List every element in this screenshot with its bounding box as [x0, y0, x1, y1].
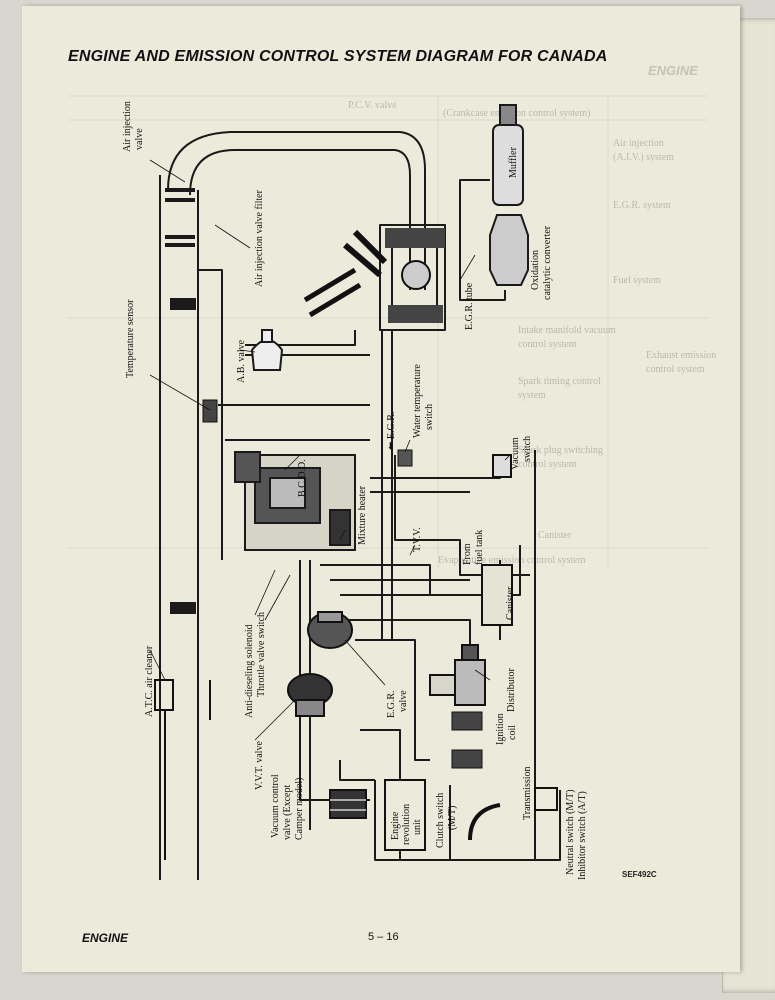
- air-duct-outline: [159, 175, 199, 880]
- label-mixture-heater: Mixture heater: [357, 485, 368, 545]
- ab-valve-symbol: [250, 329, 284, 371]
- distributor-symbol: [429, 644, 486, 706]
- label-ignition-coil-1: Ignition: [495, 713, 506, 745]
- label-from-fuel-tank-2: fuel tank: [474, 530, 485, 565]
- engine-cylinder-outline: [379, 224, 446, 331]
- engine-revolution-unit-box: [384, 779, 426, 851]
- label-ignition-coil-2: coil: [507, 725, 518, 740]
- atc-air-cleaner-symbol: [154, 679, 211, 860]
- label-clutch-switch-1: Clutch switch: [435, 793, 446, 848]
- label-egr-tube: E.G.R. tube: [464, 282, 475, 330]
- label-throttle-valve-switch: Throttle valve switch: [256, 612, 267, 697]
- label-vvt-valve: V.V.T. valve: [254, 741, 265, 790]
- canister-symbol: [481, 564, 513, 626]
- label-vacuum-control-valve-1: Vacuum control: [270, 774, 281, 838]
- label-water-temperature-switch-2: switch: [424, 404, 435, 430]
- label-oxidation-2: catalytic converter: [542, 225, 553, 300]
- temperature-sensor-symbol: [202, 399, 218, 423]
- engine-head-symbol: [303, 228, 445, 323]
- footer-section-name: ENGINE: [82, 931, 129, 945]
- label-vacuum-switch-2: switch: [522, 436, 533, 462]
- label-tvv: T.V.V.: [412, 527, 423, 552]
- label-engine-revolution-unit-2: revolution: [401, 804, 412, 845]
- label-anti-dieseling-solenoid: Anti-dieseling solenoid: [244, 624, 255, 718]
- label-inhibitor-switch: Inhibitor switch (A/T): [577, 791, 588, 880]
- leader-lines: [149, 159, 511, 741]
- label-atc-air-cleaner: A.T.C. air cleaner: [144, 645, 155, 717]
- label-temperature-sensor: Temperature sensor: [125, 299, 136, 378]
- ignition-coil-symbol-2: [451, 749, 483, 769]
- label-transmission: Transmission: [522, 766, 533, 820]
- label-egr-valve-1: E.G.R.: [386, 691, 397, 719]
- label-from-fuel-tank-1: From: [462, 543, 473, 565]
- label-egr-arrow: ⬅ E.G.R.: [386, 412, 397, 450]
- label-vacuum-control-valve-3: Camper model): [294, 778, 305, 840]
- label-neutral-switch: Neutral switch (M/T): [565, 789, 576, 875]
- title-ghost-text: ENGINE: [648, 63, 698, 78]
- footer-page-number: 5 – 16: [368, 931, 399, 943]
- page-title: ENGINE AND EMISSION CONTROL SYSTEM DIAGR…: [68, 48, 608, 65]
- label-engine-revolution-unit-3: unit: [412, 819, 423, 835]
- egr-valve-symbol: [307, 611, 353, 649]
- figure-reference-code: SEF492C: [622, 870, 657, 879]
- label-clutch-switch-2: (M/T): [447, 806, 458, 830]
- label-water-temperature-switch-1: Water temperature: [412, 364, 423, 438]
- water-temperature-switch-symbol: [397, 449, 413, 467]
- duct-rings: [165, 188, 196, 614]
- label-egr-valve-2: valve: [398, 690, 409, 712]
- vvt-valve-symbol: [287, 673, 333, 717]
- bcdd-carburetor-symbol: [234, 451, 356, 551]
- vacuum-control-valve-symbol: [329, 789, 367, 819]
- label-oxidation-1: Oxidation: [530, 250, 541, 290]
- label-air-injection-valve-2: valve: [134, 128, 145, 150]
- label-canister: Canister: [505, 586, 516, 620]
- label-bcdd: B.C.D.D.: [297, 459, 308, 497]
- transmission-switch-symbol: [534, 787, 558, 811]
- label-engine-revolution-unit-1: Engine: [390, 811, 401, 840]
- vacuum-switch-symbol: [492, 454, 512, 478]
- muffler-symbol: [492, 104, 524, 206]
- label-ab-valve: A.B. valve: [236, 339, 247, 383]
- ignition-coil-symbol-1: [451, 711, 483, 731]
- catalytic-converter-symbol: [489, 214, 529, 286]
- label-distributor: Distributor: [506, 667, 517, 712]
- label-vacuum-control-valve-2: valve (Except: [282, 785, 293, 840]
- label-muffler: Muffler: [508, 146, 519, 178]
- label-air-injection-valve-1: Air injection: [122, 101, 133, 152]
- clutch-switch-symbol: [468, 803, 501, 841]
- label-air-injection-valve-filter: Air injection valve filter: [254, 189, 265, 287]
- label-vacuum-switch-1: Vacuum: [510, 437, 521, 470]
